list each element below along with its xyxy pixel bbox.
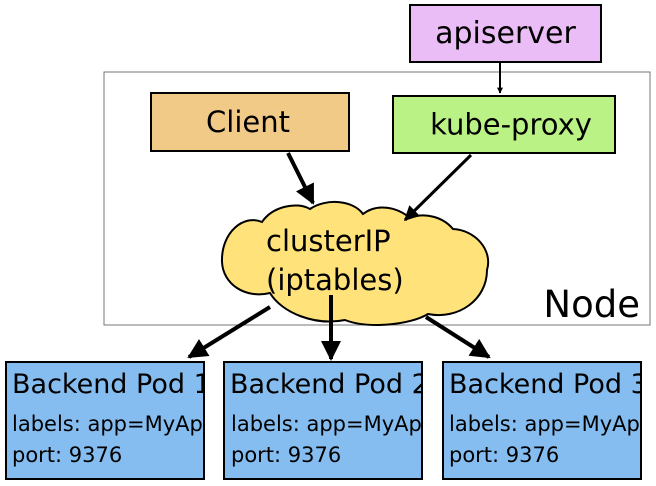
- backend-pod-1: Backend Pod 1 labels: app=MyApp port: 93…: [5, 361, 216, 480]
- backend-pod-2: Backend Pod 2 labels: app=MyApp port: 93…: [223, 361, 435, 480]
- cluster-ip-cloud: [220, 201, 490, 326]
- apiserver-box: [409, 4, 602, 63]
- kube-proxy-box: [392, 95, 616, 154]
- backend-pod-2-box: [223, 361, 423, 480]
- backend-pod-2-port: port: 9376: [231, 443, 341, 467]
- backend-pod-1-port: port: 9376: [12, 443, 122, 467]
- backend-pod-3-title: Backend Pod 3: [449, 369, 648, 400]
- backend-pod-1-title: Backend Pod 1: [12, 369, 211, 400]
- arrow-cluster-ip-to-pod-3: [424, 315, 491, 359]
- kube-proxy-label: kube-proxy: [430, 108, 592, 142]
- backend-pod-2-title: Backend Pod 2: [230, 369, 429, 400]
- backend-pod-3: Backend Pod 3 labels: app=MyApp port: 93…: [442, 361, 653, 480]
- backend-pod-3-box: [442, 361, 642, 480]
- apiserver-label: apiserver: [435, 16, 576, 51]
- backend-pod-1-box: [5, 361, 205, 480]
- backend-pod-2-labels: labels: app=MyApp: [231, 412, 435, 436]
- client-box: [150, 92, 350, 152]
- cluster-ip-line2: (iptables): [266, 263, 404, 297]
- client-label: Client: [206, 105, 290, 139]
- node-label: Node: [543, 283, 640, 326]
- backend-pod-1-labels: labels: app=MyApp: [12, 412, 216, 436]
- backend-pod-3-labels: labels: app=MyApp: [449, 412, 653, 436]
- arrow-client-to-cluster-ip: [286, 152, 315, 205]
- cluster-ip-line1: clusterIP: [266, 224, 391, 258]
- backend-pod-3-port: port: 9376: [449, 443, 559, 467]
- arrow-kube-proxy-to-cluster-ip: [403, 153, 473, 222]
- arrow-cluster-ip-to-pod-1: [187, 305, 272, 359]
